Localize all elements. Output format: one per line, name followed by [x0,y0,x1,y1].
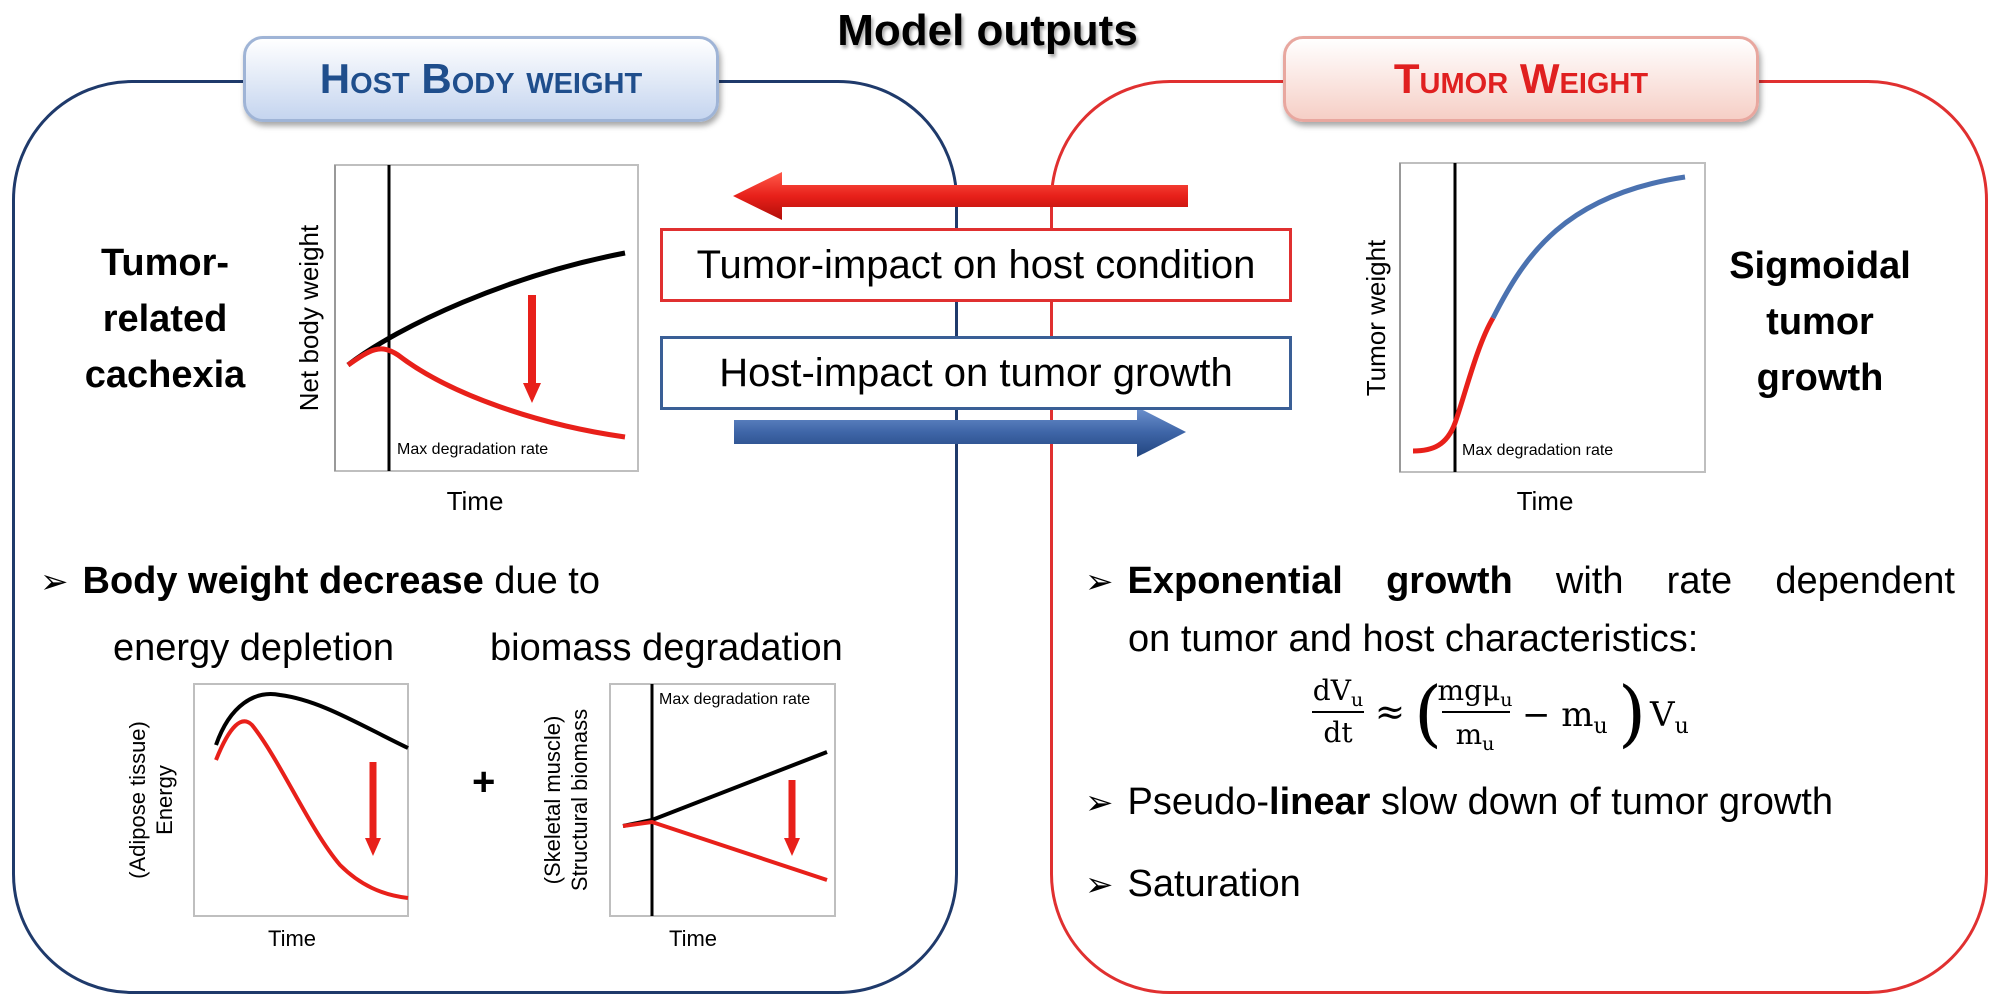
sigmoidal-label-line: Sigmoidal [1729,245,1911,287]
cachexia-label-line: related [102,298,228,340]
energy-cachexia-curve [214,719,409,900]
sigmoidal-growth-label: Sigmoidal tumor growth [1700,238,1940,406]
y-axis-label: Tumor weight [1361,239,1391,396]
exponential-growth-line2: on tumor and host characteristics: [1128,618,1699,660]
cachexia-label-line: Tumor- [100,242,230,284]
svg-text:mu: mu [1456,718,1495,755]
biomass-chart: Max degradation rate Time (Skeletal musc… [540,683,836,951]
max-degradation-annotation: Max degradation rate [1462,442,1613,459]
body-weight-bullet: ➢ Body weight decrease due to [40,560,600,603]
growth-rate-equation: dVu dt ≈ ( mgμu mu − mu ) Vu [1312,671,1689,755]
bullet-icon: ➢ [1085,563,1114,601]
svg-text:Vu: Vu [1649,695,1689,739]
saturation-bullet: ➢ Saturation [1085,863,1301,906]
eq-subscript: u [1675,714,1689,739]
x-axis-label: Time [447,486,504,516]
biomass-degradation-label: biomass degradation [490,627,843,669]
bullet-text: due to [483,560,600,602]
left-arrow-icon [733,172,1188,220]
max-degradation-annotation: Max degradation rate [397,441,548,458]
y-axis-label: Net body weight [294,224,324,411]
energy-chart: Time (Adipose tissue) Energy [125,683,409,951]
eq-approx: ≈ [1375,692,1405,733]
cachexia-label: Tumor- related cachexia [60,235,270,403]
tumor-impact-callout: Tumor-impact on host condition [660,228,1292,302]
tumor-growth-late-curve [1490,174,1686,320]
bullet-text: Saturation [1127,863,1301,905]
bullet-icon: ➢ [40,563,69,601]
plot-frame [193,683,409,917]
tumor-growth-early-curve [1412,316,1496,454]
biomass-cachexia-curve [622,819,828,882]
bullet-bold-text: Body weight decrease [82,560,484,602]
eq-subscript: u [1351,689,1363,711]
eq-minus-term: − m [1522,695,1594,735]
x-axis-label: Time [268,926,316,951]
eq-rhs: V [1649,695,1676,735]
plus-sign: + [472,760,496,804]
biomass-healthy-curve [622,750,828,828]
eq-inner-numerator: mgμ [1438,674,1501,707]
eq-subscript: u [1482,733,1494,755]
eq-open-paren: ( [1414,671,1442,755]
right-arrow-icon [734,407,1186,457]
sigmoidal-label-line: growth [1756,357,1884,399]
net-body-weight-chart: Max degradation rate Time Net body weigh… [294,164,639,516]
plot-frame [334,164,639,472]
eq-close-paren: ) [1618,671,1646,755]
plot-frame [1399,162,1706,473]
eq-subscript: u [1594,714,1608,739]
eq-lhs-numerator: dV [1313,674,1352,707]
eq-subscript: u [1500,689,1512,711]
y-axis-label-line2: Energy [152,765,177,835]
tumor-weight-tab: Tumor Weight [1283,36,1759,122]
host-body-weight-tab: Host Body weight [243,36,719,122]
max-degradation-annotation: Max degradation rate [659,691,810,708]
bullet-text: slow down of tumor growth [1370,781,1833,823]
x-axis-label: Time [1517,486,1574,516]
pseudo-linear-bullet: ➢ Pseudo-linear slow down of tumor growth [1085,781,1833,824]
down-arrow-icon [365,838,381,856]
energy-healthy-curve [214,692,409,750]
tumor-weight-chart: Max degradation rate Time Tumor weight [1361,162,1706,516]
bullet-icon: ➢ [1085,866,1114,904]
svg-text:dVu: dVu [1313,674,1363,711]
eq-inner-denominator: m [1456,718,1483,751]
sigmoidal-label-line: tumor [1766,301,1874,343]
page-title: Model outputs [837,6,1138,55]
y-axis-label-line1: (Adipose tissue) [125,721,150,879]
tumor-panel [1050,80,1988,994]
down-arrow-icon [784,838,800,856]
x-axis-label: Time [669,926,717,951]
bullet-text: with rate dependent [1512,560,1955,602]
bullet-bold-text: Exponential growth [1127,560,1513,602]
bullet-icon: ➢ [1085,784,1114,822]
y-axis-label-line2: Structural biomass [567,709,592,891]
bullet-bold-text: linear [1269,781,1371,823]
exponential-growth-bullet: ➢ Exponential growth with rate dependent [1085,560,1955,603]
svg-text:− mu: − mu [1522,695,1608,739]
energy-depletion-label: energy depletion [113,627,394,669]
cachexia-curve [346,346,626,440]
y-axis-label-line1: (Skeletal muscle) [540,716,565,885]
host-impact-callout: Host-impact on tumor growth [660,336,1292,410]
down-arrow-icon [523,383,541,403]
plot-frame [609,683,836,917]
svg-text:mgμu: mgμu [1438,674,1513,711]
eq-lhs-denominator: dt [1323,716,1353,749]
cachexia-label-line: cachexia [84,354,246,396]
bullet-text-pre: Pseudo- [1127,781,1270,823]
